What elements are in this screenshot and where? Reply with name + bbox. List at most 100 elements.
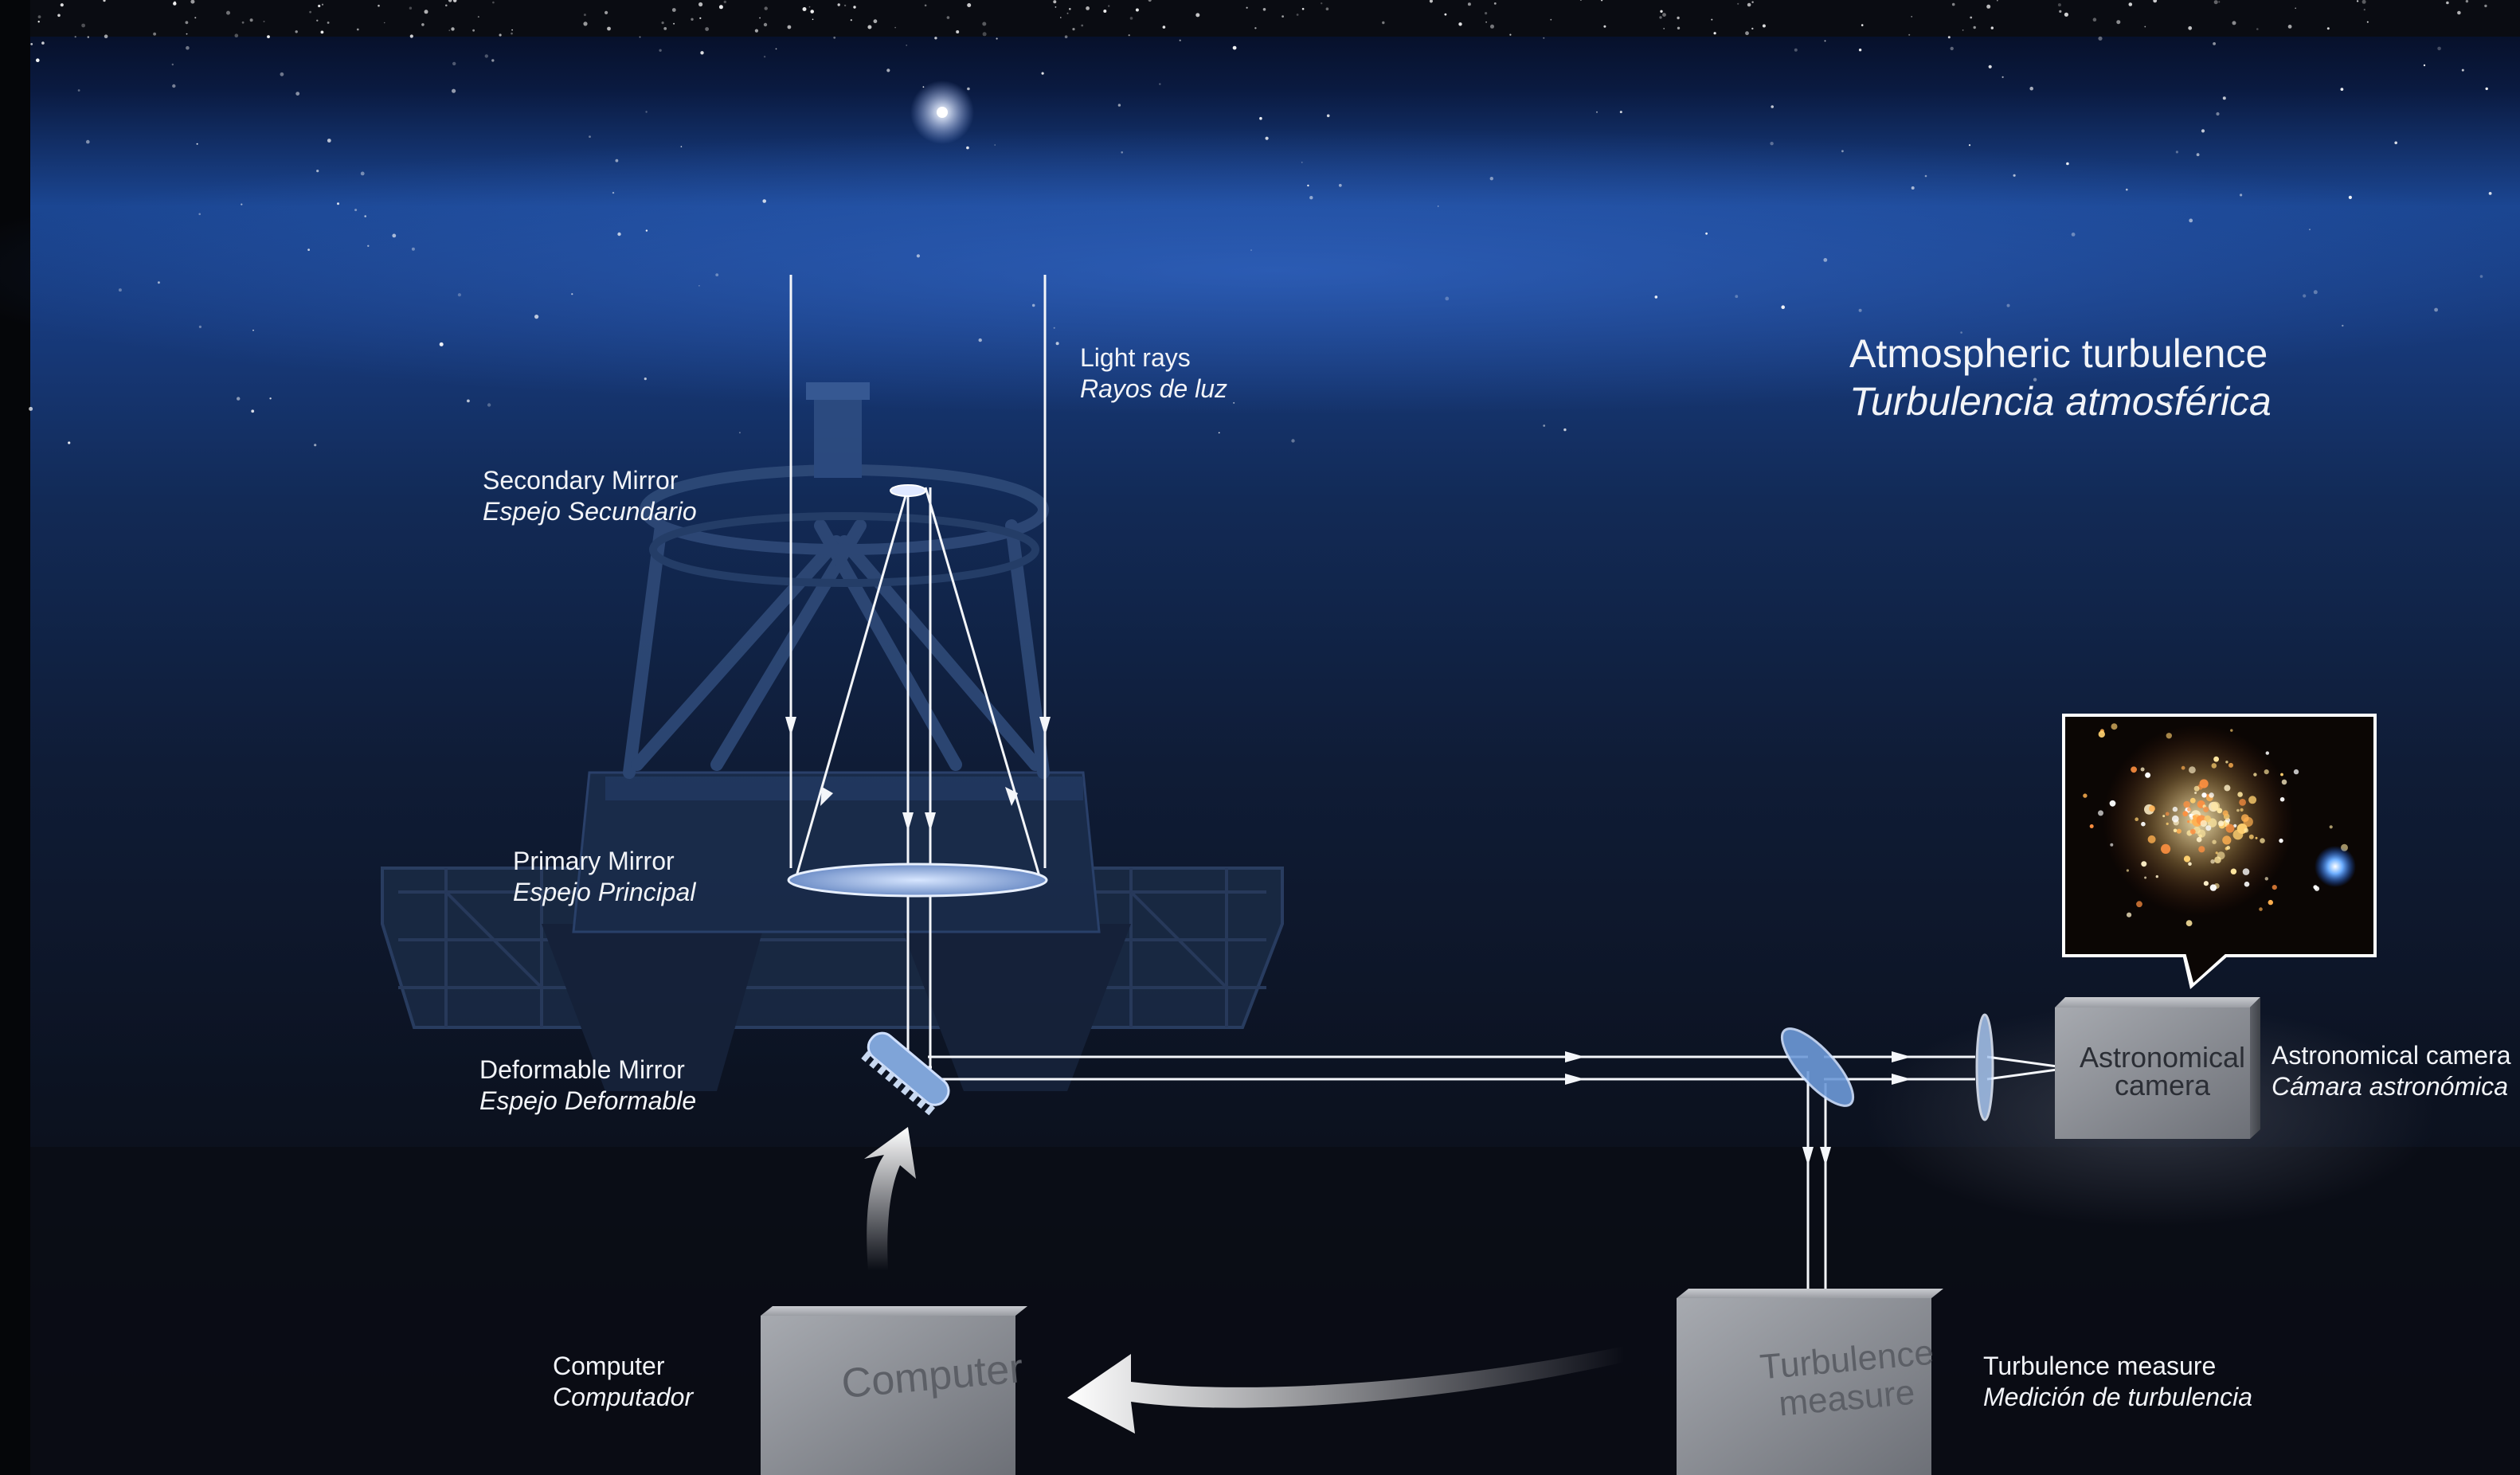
sky-star	[1254, 27, 1257, 29]
sky-star	[41, 41, 45, 45]
sky-star	[234, 33, 239, 37]
sky-star	[967, 87, 970, 91]
cluster-star	[2127, 912, 2132, 917]
turbulence-measure-label-en: Turbulence measure	[1983, 1352, 2217, 1380]
sky-star	[1997, 0, 1998, 2]
astronomical-camera-label-es: Cámara astronómica	[2272, 1072, 2508, 1101]
sky-star	[316, 170, 319, 173]
sky-star	[700, 51, 704, 55]
sky-star	[409, 34, 413, 38]
cluster-star	[2141, 821, 2146, 827]
cluster-star	[2182, 811, 2189, 817]
cluster-star	[2209, 884, 2217, 891]
sky-star	[2006, 303, 2010, 307]
sky-star	[867, 25, 872, 29]
cluster-star	[2155, 874, 2158, 878]
sky-star	[1489, 177, 1494, 181]
sky-star	[1445, 296, 1450, 301]
sky-star	[198, 213, 201, 216]
sky-star	[448, 29, 451, 32]
sky-star	[673, 22, 675, 25]
sky-star	[2222, 96, 2226, 100]
sky-star	[1771, 105, 1774, 108]
sky-star	[452, 88, 456, 93]
star-cluster-image	[2062, 714, 2377, 989]
sky-star	[764, 6, 768, 10]
sky-star	[754, 29, 759, 33]
sky-star	[118, 288, 122, 292]
cluster-star	[2145, 772, 2151, 778]
cluster-star	[2185, 920, 2193, 926]
sky-star	[364, 215, 367, 217]
computer-label: Computer Computador	[553, 1351, 693, 1413]
sky-star	[1737, 2, 1739, 5]
sky-star	[37, 15, 41, 18]
cluster-star	[2144, 876, 2147, 879]
sky-star	[1250, 249, 1252, 252]
actuator-tooth	[901, 1084, 912, 1096]
sky-star	[843, 4, 847, 7]
cluster-star	[2224, 784, 2231, 792]
cluster-star	[2200, 820, 2207, 827]
sky-star	[787, 25, 792, 29]
sky-star	[946, 16, 950, 19]
sky-star	[1121, 151, 1123, 154]
cluster-star	[2253, 773, 2257, 777]
sky-star	[1262, 8, 1266, 11]
sky-star	[2166, 401, 2170, 405]
sky-star	[2484, 4, 2487, 8]
cluster-star	[2237, 792, 2243, 797]
sky-star	[77, 89, 80, 92]
sky-star	[1429, 0, 1433, 3]
atmospheric-turbulence-label-en: Atmospheric turbulence	[1849, 331, 2268, 376]
sky-star	[571, 293, 573, 295]
sky-star	[607, 26, 611, 31]
sky-star	[1911, 16, 1913, 18]
sky-star	[241, 203, 243, 205]
sky-star	[1735, 295, 1739, 299]
actuator-tooth	[869, 1058, 880, 1069]
cluster-star	[2240, 814, 2249, 822]
sky-star	[1246, 6, 1248, 9]
sky-star	[2313, 290, 2318, 295]
sky-star	[615, 158, 619, 162]
sky-star	[663, 27, 667, 30]
cluster-star	[2165, 812, 2170, 816]
sky-star	[1117, 104, 1121, 107]
sky-star	[1195, 13, 1200, 18]
sky-star	[252, 329, 254, 331]
astronomical-camera-label-en: Astronomical camera	[2272, 1041, 2511, 1070]
sky-star	[295, 92, 300, 96]
cluster-star	[2172, 806, 2178, 812]
sky-star	[1986, 4, 1991, 9]
sky-star	[2213, 0, 2218, 5]
sky-star	[295, 30, 298, 33]
computer-label-en: Computer	[553, 1352, 665, 1380]
sky-star	[1751, 1, 1754, 3]
sky-star	[411, 247, 415, 251]
sky-star	[605, 10, 608, 14]
sky-star	[157, 281, 160, 284]
cluster-star	[2239, 799, 2247, 806]
sky-star	[309, 10, 311, 14]
cluster-star	[2260, 838, 2265, 843]
sky-star	[1086, 6, 1090, 10]
sky-star	[269, 397, 272, 400]
sky-star	[1291, 439, 1295, 443]
sky-star	[280, 72, 284, 76]
sky-star	[762, 199, 766, 203]
sky-star	[1060, 17, 1062, 18]
sky-star	[850, 19, 852, 22]
sky-star	[1619, 111, 1622, 114]
sky-star	[583, 14, 586, 17]
cluster-star	[2248, 796, 2257, 804]
sky-star	[698, 285, 700, 287]
sky-star	[171, 63, 174, 66]
sky-star	[715, 273, 719, 276]
cluster-star	[2233, 824, 2237, 827]
sky-star	[705, 27, 709, 31]
sky-star	[1770, 142, 1774, 146]
cluster-star	[2280, 773, 2283, 777]
sky-star	[316, 19, 319, 22]
sky-star	[263, 21, 265, 22]
